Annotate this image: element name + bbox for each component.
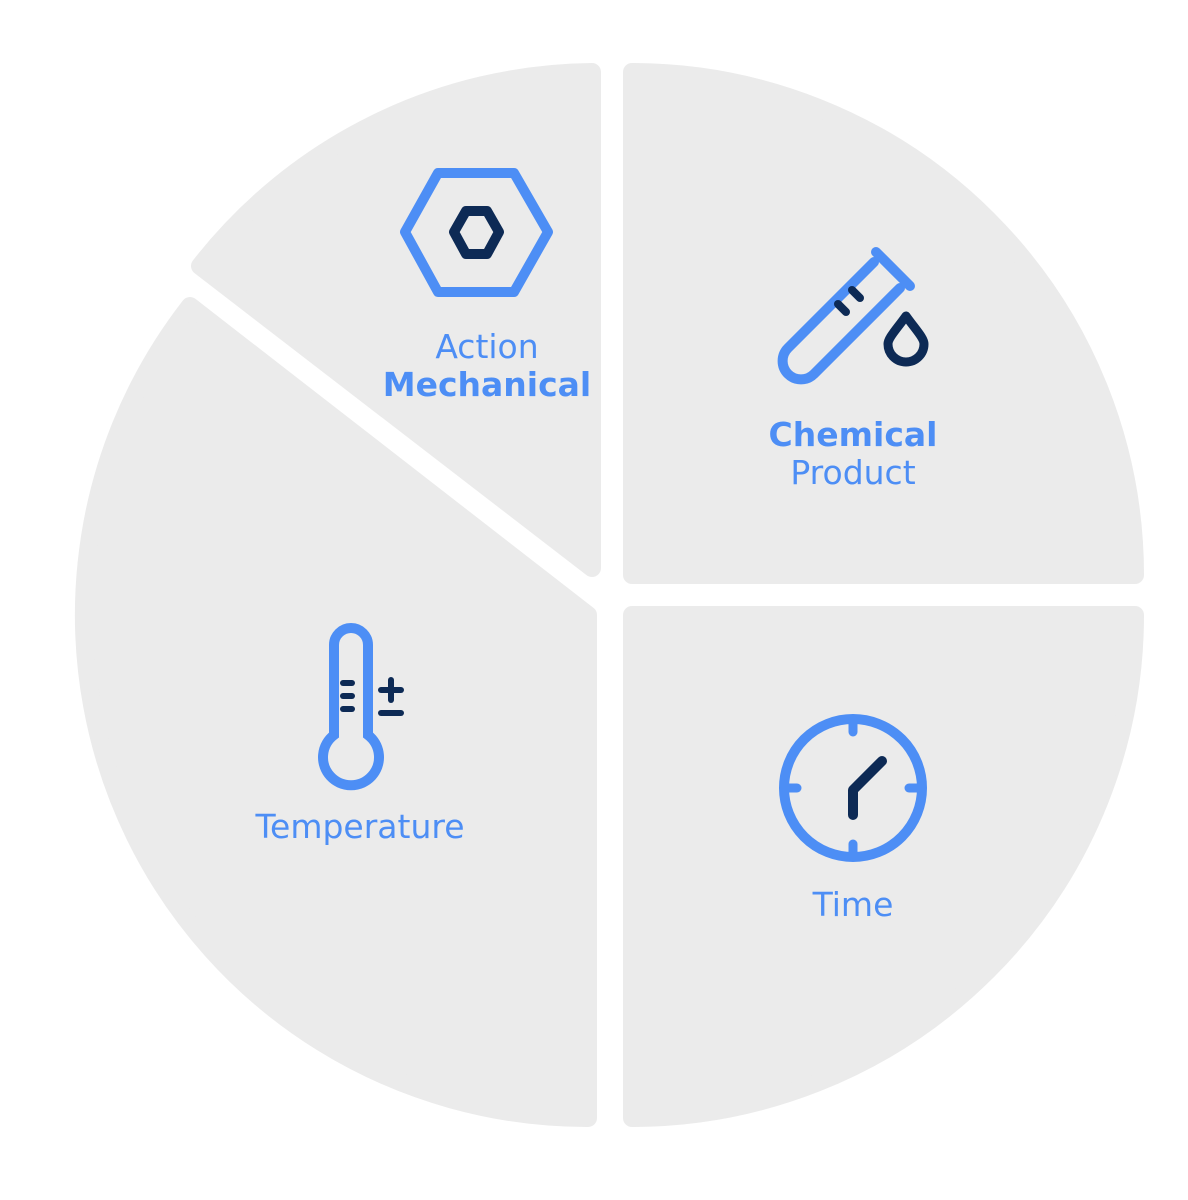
label-line: Chemical <box>768 415 938 454</box>
slice-time <box>623 606 1144 1127</box>
slice-chemical <box>623 63 1144 584</box>
label-line: Mechanical <box>382 365 592 404</box>
thermometer-icon <box>318 623 404 791</box>
label-line: Time <box>812 885 894 924</box>
label-line: Temperature <box>255 807 465 846</box>
label-chemical: Chemical Product <box>769 416 938 492</box>
label-line: Action <box>435 327 539 366</box>
label-mechanical: Action Mechanical <box>383 328 592 404</box>
slice-mechanical <box>191 63 601 577</box>
label-temperature: Temperature <box>255 808 464 846</box>
label-time: Time <box>813 886 894 924</box>
label-line: Product <box>790 453 916 492</box>
clock-icon <box>779 714 927 862</box>
test-tube-icon <box>777 247 929 385</box>
hex-nut-icon <box>400 168 553 297</box>
